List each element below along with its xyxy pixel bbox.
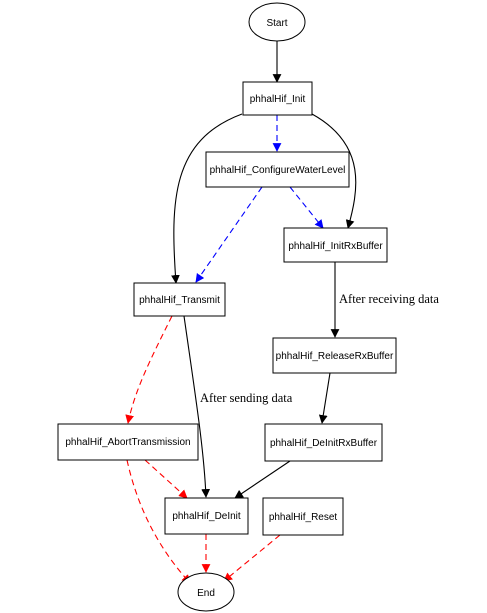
node-reset: phhalHif_Reset <box>262 497 344 536</box>
node-transmit: phhalHif_Transmit <box>133 282 226 317</box>
node-end-label: End <box>197 588 215 599</box>
node-init-rx-buffer: phhalHif_InitRxBuffer <box>283 227 388 263</box>
node-reset-label: phhalHif_Reset <box>269 512 338 523</box>
node-configure-label: phhalHif_ConfigureWaterLevel <box>210 165 346 176</box>
edge-configure-to-initrx <box>289 186 324 229</box>
edges <box>125 41 357 584</box>
node-deinit-rx-label: phhalHif_DeInitRxBuffer <box>270 438 378 449</box>
edge-reset-to-end <box>223 534 281 582</box>
node-deinit: phhalHif_DeInit <box>164 497 249 535</box>
node-abort-label: phhalHif_AbortTransmission <box>65 437 190 448</box>
node-deinit-label: phhalHif_DeInit <box>172 511 241 522</box>
node-abort-transmission: phhalHif_AbortTransmission <box>57 423 199 461</box>
node-init-rx-label: phhalHif_InitRxBuffer <box>288 241 383 252</box>
edge-releaserx-to-deinitrx <box>318 372 331 424</box>
edge-transmit-to-abort <box>125 315 173 424</box>
edge-init-to-transmit <box>171 113 243 284</box>
edge-label-after-receiving: After receiving data <box>339 292 439 306</box>
node-init: phhalHif_Init <box>242 81 313 116</box>
edge-configure-to-transmit <box>195 186 263 283</box>
edge-deinitrx-to-deinit <box>234 460 291 499</box>
edge-transmit-to-deinit <box>183 315 211 498</box>
node-init-label: phhalHif_Init <box>250 94 306 105</box>
node-start: Start <box>248 2 306 42</box>
node-end: End <box>177 572 235 612</box>
node-release-rx-label: phhalHif_ReleaseRxBuffer <box>276 351 394 362</box>
edge-label-after-sending: After sending data <box>200 391 293 405</box>
node-configure-water-level: phhalHif_ConfigureWaterLevel <box>205 151 350 188</box>
node-release-rx-buffer: phhalHif_ReleaseRxBuffer <box>272 337 397 374</box>
node-start-label: Start <box>266 18 287 29</box>
edge-init-to-initrx <box>311 113 357 229</box>
edge-abort-to-deinit <box>144 459 188 499</box>
node-deinit-rx-buffer: phhalHif_DeInitRxBuffer <box>264 423 383 462</box>
node-transmit-label: phhalHif_Transmit <box>139 295 220 306</box>
edge-abort-to-end <box>126 459 191 584</box>
